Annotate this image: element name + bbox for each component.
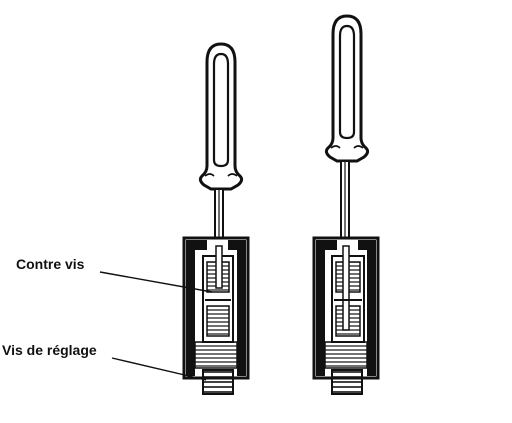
right-screwdriver-shaft [340,160,350,248]
left-screwdriver-handle [198,42,244,191]
left-valve-body [182,236,250,380]
contre-vis-label: Contre vis [16,256,85,272]
left-thread [202,369,234,395]
vis-de-reglage-label: Vis de réglage [2,342,97,358]
vis-de-reglage-leader [111,357,207,381]
right-screwdriver-handle [324,14,370,163]
left-assembly [182,42,250,395]
contre-vis-leader [99,271,213,293]
right-thread [331,369,363,395]
right-valve-body [312,236,380,380]
right-assembly [312,14,380,395]
